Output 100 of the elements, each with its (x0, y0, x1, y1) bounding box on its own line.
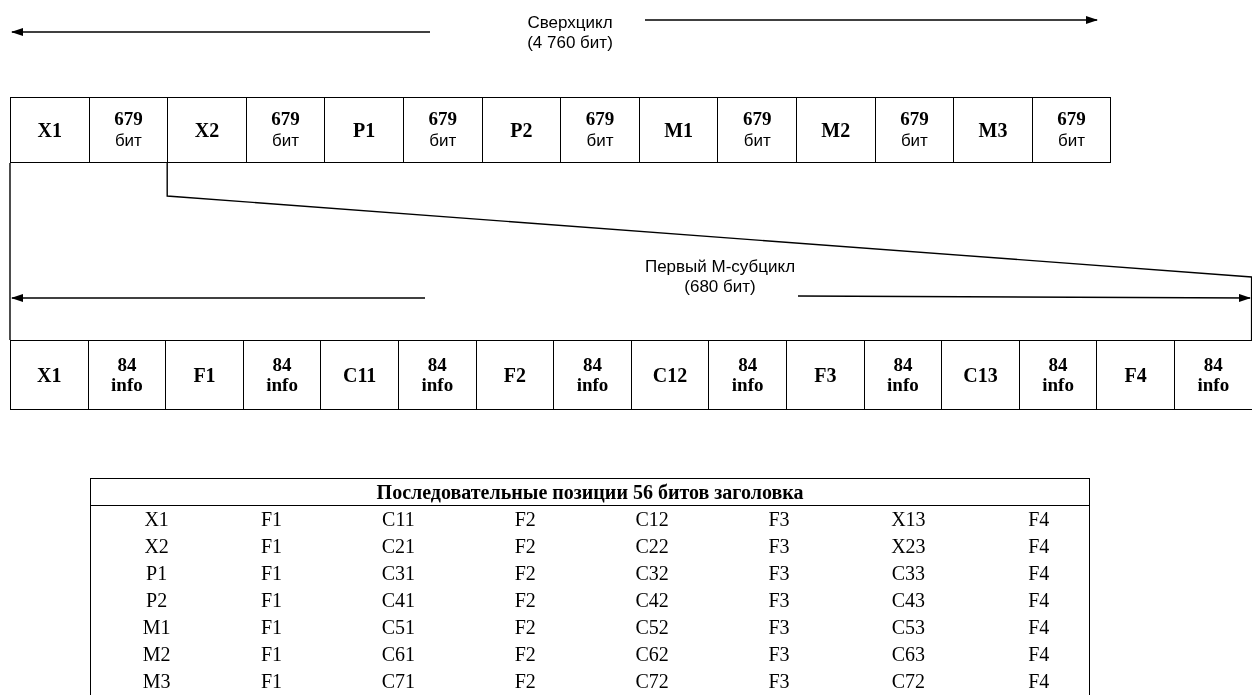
frame-field (863, 340, 943, 410)
frame-field (10, 97, 90, 163)
table-cell-text: F3 (767, 642, 791, 667)
table-cell-text: C71 (380, 669, 417, 694)
frame-field (165, 340, 244, 410)
field-name: P1 (353, 118, 376, 142)
expansion-line (9, 162, 11, 341)
table-cell: C12 (574, 505, 730, 533)
table-cell: F4 (988, 641, 1090, 668)
dimension-label: Первый М-субцикл (680 бит) (643, 257, 797, 297)
field-name: P2 (510, 118, 533, 142)
table-cell-text: F3 (767, 669, 791, 694)
frame-field (796, 97, 876, 163)
field-name: M1 (664, 118, 694, 142)
table-cell-text: F1 (259, 669, 284, 694)
frame-field (1018, 340, 1098, 410)
unit-text: бит (1058, 130, 1086, 152)
table-cell-text: F1 (259, 588, 284, 613)
frame-field (398, 340, 477, 410)
field-name: X1 (37, 118, 62, 142)
payload-text: 84 info (575, 355, 610, 395)
table-cell-text: C42 (634, 588, 670, 613)
frame-field (874, 97, 955, 163)
field-name: M2 (821, 118, 851, 142)
table-cell: F3 (729, 505, 829, 533)
bit-count: 679 (900, 108, 929, 130)
frame-field (941, 340, 1020, 410)
table-cell: F4 (988, 668, 1090, 695)
table-cell-text: C61 (380, 642, 417, 667)
table-cell-text: F2 (513, 534, 537, 559)
table-cell-text: X23 (890, 534, 927, 559)
table-cell-text: C72 (634, 669, 670, 694)
table-cell-text: C72 (890, 669, 927, 694)
unit-text: бит (114, 130, 142, 152)
frame-field (1096, 340, 1175, 410)
frame-field (560, 97, 640, 163)
table-cell-text: F1 (259, 615, 284, 640)
table-cell-text: C51 (380, 615, 417, 640)
table-cell: M1 (90, 614, 223, 641)
table-cell: F4 (988, 614, 1090, 641)
frame-field (553, 340, 632, 410)
table-cell-text: F2 (513, 615, 537, 640)
table-cell-text: C22 (634, 534, 670, 559)
frame-field (953, 97, 1033, 163)
table-cell-text: F1 (259, 534, 284, 559)
field-name: F1 (193, 363, 216, 387)
field-name: M3 (978, 118, 1008, 142)
frame-field (245, 97, 326, 163)
bit-count: 679 (271, 108, 300, 130)
frame-field (1174, 340, 1252, 410)
table-cell-text: C63 (890, 642, 927, 667)
payload-text: 84 info (1196, 355, 1231, 395)
table-cell-text: F2 (513, 669, 537, 694)
table-cell: F4 (988, 560, 1090, 587)
frame-field (320, 340, 399, 410)
table-cell-text: C52 (634, 615, 670, 640)
table-cell: F4 (988, 587, 1090, 614)
frame-field (167, 97, 247, 163)
table-cell-text: F3 (767, 561, 791, 586)
field-name: X2 (194, 118, 220, 142)
field-name: C12 (652, 363, 688, 387)
table-cell-text: F3 (767, 615, 791, 640)
table-cell-text: F2 (513, 588, 537, 613)
table-cell: M2 (90, 641, 223, 668)
payload-text: 84 info (265, 355, 299, 395)
table-cell: F2 (476, 505, 575, 533)
table-cell-text: C31 (380, 561, 417, 586)
frame-field (1031, 97, 1112, 163)
bit-count: 679 (742, 108, 772, 130)
frame-field (481, 97, 562, 163)
frame-field (638, 97, 719, 163)
frame-field (630, 340, 710, 410)
table-cell: M3 (90, 668, 223, 695)
unit-text: бит (429, 130, 457, 152)
field-name: C13 (963, 363, 998, 387)
frame-field (403, 97, 483, 163)
frame-field (87, 340, 167, 410)
unit-text: бит (743, 130, 771, 152)
table-cell: P2 (90, 587, 223, 614)
field-name: F4 (1124, 363, 1147, 387)
table-cell: C11 (320, 505, 477, 533)
payload-text: 84 info (420, 355, 455, 395)
table-cell-text: F2 (513, 642, 537, 667)
payload-text: 84 info (886, 355, 920, 395)
table-cell-text: C21 (380, 534, 417, 559)
frame-field (786, 340, 865, 410)
expansion-line (166, 162, 1252, 341)
table-cell: F4 (988, 505, 1090, 533)
table-cell: X2 (90, 533, 223, 560)
table-cell-text: C53 (890, 615, 927, 640)
bit-count: 679 (428, 108, 458, 130)
table-cell-text: C41 (380, 588, 417, 613)
field-name: C11 (343, 363, 377, 387)
table-cell-text: F3 (767, 588, 791, 613)
payload-text: 84 info (1041, 355, 1075, 395)
frame-field (88, 97, 169, 163)
table-cell-text: F1 (259, 642, 284, 667)
unit-text: бит (900, 130, 928, 152)
frame-field (10, 340, 89, 410)
field-name: F3 (814, 363, 837, 387)
